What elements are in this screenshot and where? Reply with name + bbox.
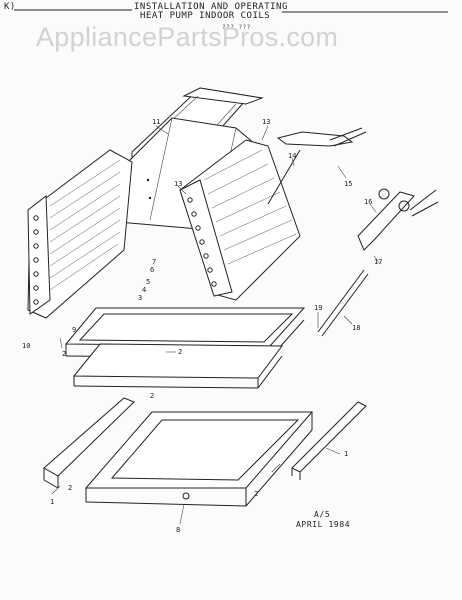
header-model-mark: ??? ??? <box>222 24 251 31</box>
callout-2-lower: 2 <box>150 392 154 400</box>
left-side-rail <box>43 397 135 489</box>
callout-8: 8 <box>176 526 180 534</box>
callout-4: 4 <box>142 286 146 294</box>
callout-7: 7 <box>152 258 156 266</box>
callout-16: 16 <box>364 198 372 206</box>
right-side-rail <box>291 401 367 480</box>
callout-2-pan: 2 <box>178 348 182 356</box>
tube-18-edge <box>321 273 369 337</box>
callout-17: 17 <box>374 258 382 266</box>
callout-2-frame: 2 <box>254 490 258 498</box>
callout-2-rail: 2 <box>68 484 72 492</box>
callout-2-left: 2 <box>62 350 66 358</box>
footer-line2: APRIL 1984 <box>296 520 351 529</box>
header-title-line2: HEAT PUMP INDOOR COILS <box>140 11 271 21</box>
callout-19: 19 <box>314 304 322 312</box>
callout-1-left: 1 <box>50 498 54 506</box>
callout-15: 15 <box>344 180 352 188</box>
callout-3: 3 <box>138 294 142 302</box>
callout-5: 5 <box>146 278 150 286</box>
callout-13-right: 13 <box>262 118 270 126</box>
header-title-line1: INSTALLATION AND OPERATING <box>134 2 288 12</box>
leader-lines <box>51 125 381 525</box>
callout-10: 10 <box>22 342 30 350</box>
tube-assembly-15 <box>276 127 367 147</box>
lower-pan <box>72 343 283 389</box>
base-frame <box>84 411 314 507</box>
callout-13-left: 13 <box>174 180 182 188</box>
watermark: AppliancePartsPros.com <box>36 22 339 52</box>
tube-18 <box>317 269 365 333</box>
footer-line1: A/5 <box>314 510 331 519</box>
callout-6: 6 <box>150 266 154 274</box>
callout-14: 14 <box>288 152 296 160</box>
header-left-mark: K) <box>4 2 16 12</box>
callout-9: 9 <box>72 326 76 334</box>
rod-14 <box>267 149 301 205</box>
left-coil-slab <box>27 149 133 319</box>
right-coil-slab <box>179 139 301 301</box>
callout-1-right: 1 <box>344 450 348 458</box>
fitting-assembly-17 <box>357 188 439 251</box>
callout-18: 18 <box>352 324 360 332</box>
callout-11: 11 <box>152 118 160 126</box>
